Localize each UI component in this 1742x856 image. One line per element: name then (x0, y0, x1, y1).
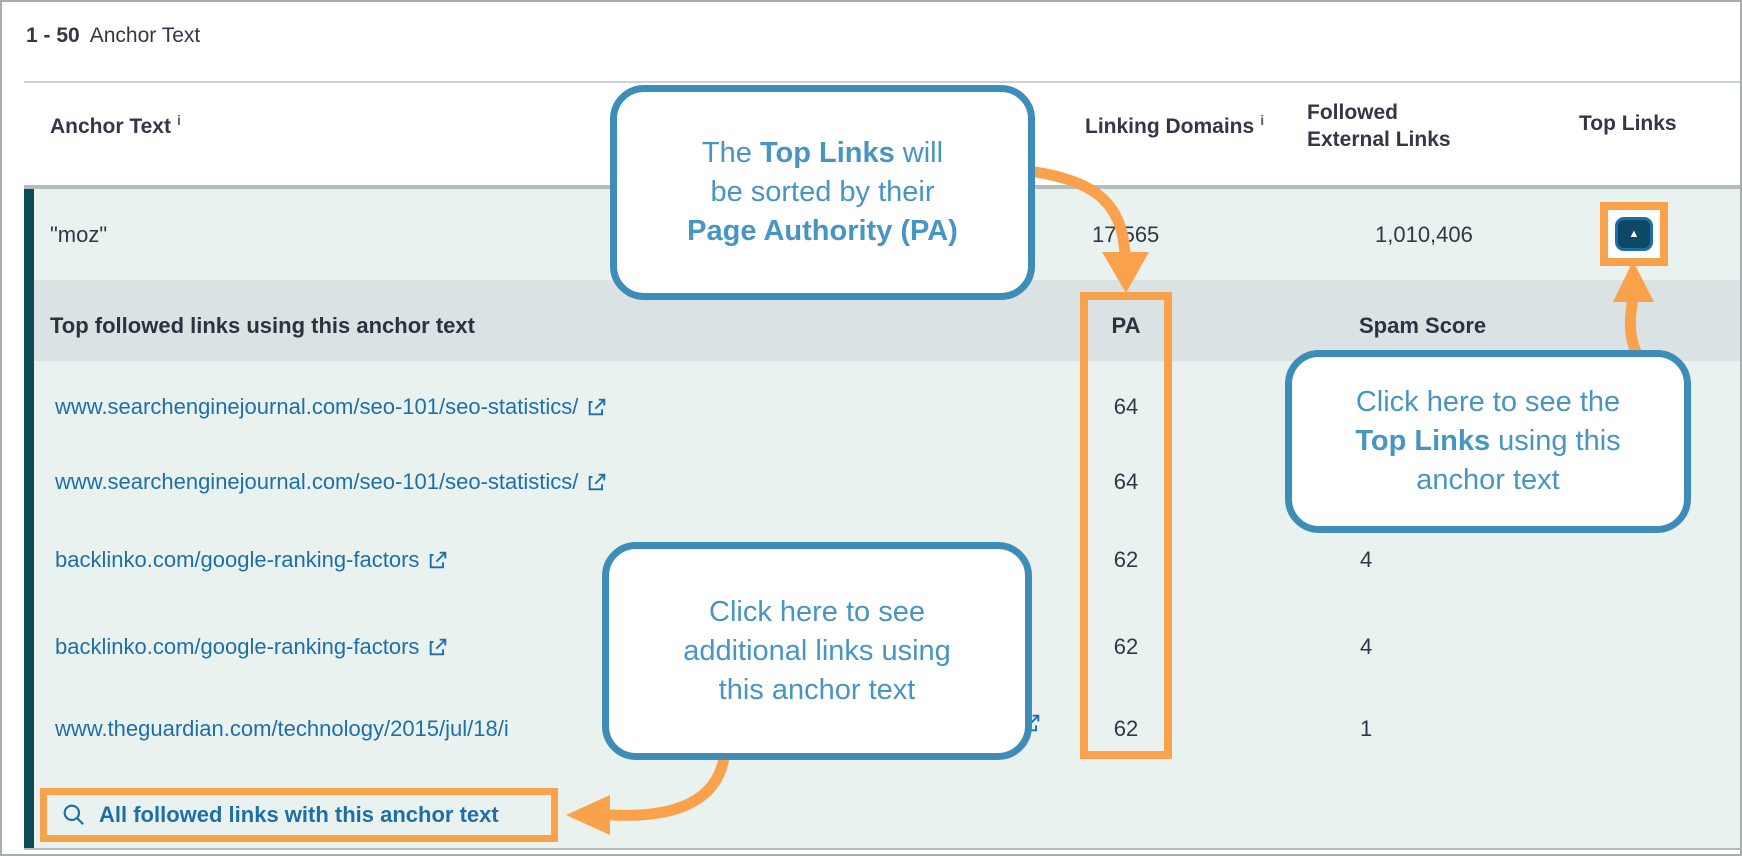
url-text: www.searchenginejournal.com/seo-101/seo-… (55, 394, 579, 419)
url-text: www.theguardian.com/technology/2015/jul/… (55, 716, 509, 741)
anchor-text-header-label: Anchor Text (50, 115, 171, 138)
external-link-icon[interactable] (588, 398, 606, 416)
callout-line: be sorted by their (710, 176, 935, 208)
expanded-group-accent-bar (24, 189, 34, 848)
pa-value: 64 (1113, 394, 1139, 419)
top-divider (24, 81, 1740, 83)
pa-value: 64 (1113, 469, 1139, 494)
url-text: backlinko.com/google-ranking-factors (55, 634, 420, 659)
pa-column-highlight-frame (1080, 292, 1172, 759)
callout-line: anchor text (1416, 464, 1560, 496)
table-row: www.searchenginejournal.com/seo-101/seo-… (2, 394, 1740, 424)
column-header-linking-domains[interactable]: Linking Domains i (1085, 112, 1264, 139)
callout-line: Click here to see the (1355, 386, 1621, 418)
top-links-toggle-button[interactable]: ▲ (1615, 217, 1653, 251)
spam-score-value: 1 (1360, 716, 1373, 741)
search-icon (63, 804, 84, 825)
collapse-arrow-icon: ▲ (1628, 228, 1640, 240)
spam-score-value: 4 (1360, 634, 1373, 659)
callout-top-links-button: Click here to see the Top Links using th… (1285, 350, 1691, 533)
backlink-url[interactable]: www.theguardian.com/technology/2015/jul/… (55, 716, 509, 742)
table-row: www.theguardian.com/technology/2015/jul/… (2, 716, 1740, 746)
callout-line: The Top Links will (701, 137, 944, 169)
info-icon[interactable]: i (176, 112, 181, 128)
linking-domains-header-label: Linking Domains (1085, 115, 1255, 138)
results-range: 1 - 50 (26, 24, 80, 47)
summary-followed-external-links: 1,010,406 (1375, 222, 1473, 247)
external-link-icon[interactable] (588, 473, 606, 491)
table-row: backlinko.com/google-ranking-factors 62 … (2, 547, 1740, 577)
top-links-highlight-frame: ▲ (1600, 202, 1668, 266)
callout-line: Page Authority (PA) (687, 215, 958, 247)
external-link-icon[interactable] (429, 551, 447, 569)
backlink-url[interactable]: www.searchenginejournal.com/seo-101/seo-… (55, 394, 606, 420)
summary-anchor-text: "moz" (50, 222, 108, 247)
summary-linking-domains: 17,565 (1092, 222, 1160, 247)
backlink-url[interactable]: backlinko.com/google-ranking-factors (55, 547, 447, 573)
column-header-anchor-text[interactable]: Anchor Text i (50, 112, 181, 139)
pa-value: 62 (1113, 634, 1139, 659)
table-row: www.searchenginejournal.com/seo-101/seo-… (2, 469, 1740, 499)
subheader-title: Top followed links using this anchor tex… (50, 313, 475, 338)
external-link-icon[interactable] (429, 638, 447, 656)
callout-additional-links: Click here to see additional links using… (602, 542, 1032, 760)
url-text: backlinko.com/google-ranking-factors (55, 547, 420, 572)
table-row: backlinko.com/google-ranking-factors 62 … (2, 634, 1740, 664)
all-followed-links-button[interactable]: All followed links with this anchor text (61, 802, 499, 828)
bottom-divider (24, 848, 1740, 850)
all-followed-links-highlight-frame: All followed links with this anchor text (40, 788, 558, 842)
callout-line: additional links using (683, 634, 951, 667)
results-range-label: Anchor Text (89, 24, 201, 47)
callout-top-links-sorted: The Top Links will be sorted by their Pa… (610, 85, 1035, 300)
subheader-spam-score: Spam Score (1359, 313, 1487, 338)
backlink-url[interactable]: backlinko.com/google-ranking-factors (55, 634, 447, 660)
info-icon[interactable]: i (1260, 112, 1265, 128)
backlink-url[interactable]: www.searchenginejournal.com/seo-101/seo-… (55, 469, 606, 495)
column-header-top-links: Top Links (1579, 112, 1677, 135)
subheader-pa: PA (1111, 313, 1141, 338)
callout-line: Click here to see (709, 595, 925, 628)
all-followed-links-label: All followed links with this anchor text (99, 802, 499, 827)
results-range-heading: 1 - 50 Anchor Text (26, 24, 200, 48)
pa-value: 62 (1113, 547, 1139, 572)
url-text: www.searchenginejournal.com/seo-101/seo-… (55, 469, 579, 494)
callout-line: this anchor text (718, 673, 916, 706)
spam-score-value: 4 (1360, 547, 1373, 572)
column-header-followed-external-links[interactable]: Followed External Links (1307, 101, 1451, 151)
pa-value: 62 (1113, 716, 1139, 741)
callout-line: Top Links using this (1355, 425, 1621, 457)
